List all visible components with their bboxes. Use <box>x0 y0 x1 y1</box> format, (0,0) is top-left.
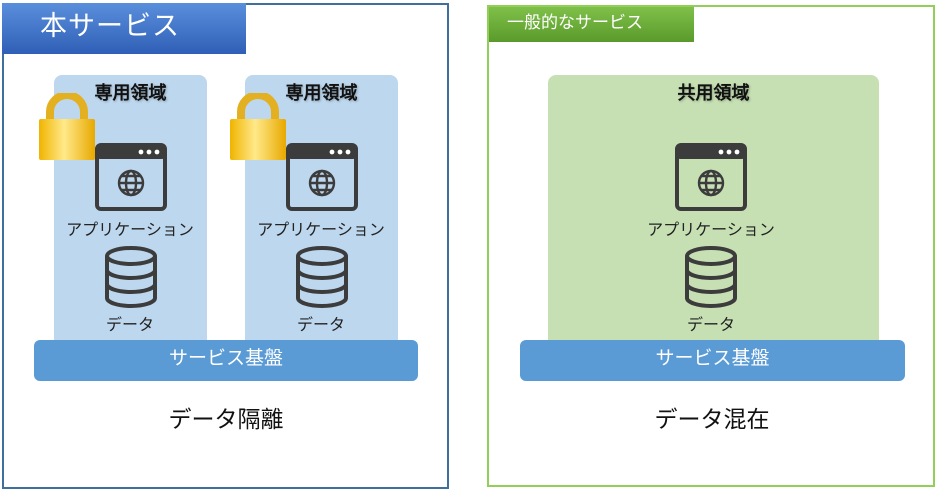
dedicated-area-label: 専用領域 <box>94 83 167 104</box>
database-icon <box>105 246 157 308</box>
data-label: データ <box>686 315 735 334</box>
dedicated-area-label: 専用領域 <box>285 83 358 104</box>
service-infrastructure-bar: サービス基盤 <box>520 340 905 381</box>
data-label: データ <box>296 315 345 334</box>
web-app-icon <box>95 143 167 211</box>
globe-icon <box>117 169 145 197</box>
database-icon <box>296 246 348 308</box>
service-infrastructure-bar: サービス基盤 <box>34 340 418 381</box>
left-panel-title: 本サービス <box>2 3 246 54</box>
web-app-icon <box>675 143 747 211</box>
shared-area: 共用領域 <box>548 75 879 350</box>
app-label: アプリケーション <box>647 220 775 239</box>
globe-icon <box>308 169 336 197</box>
data-mixed-caption: データ混在 <box>654 407 770 433</box>
lock-icon <box>230 93 286 160</box>
app-label: アプリケーション <box>257 220 385 239</box>
database-icon <box>685 246 737 308</box>
data-label: データ <box>105 315 154 334</box>
data-isolation-caption: データ隔離 <box>168 407 284 433</box>
right-panel-title: 一般的なサービス <box>489 7 694 42</box>
app-label: アプリケーション <box>66 220 194 239</box>
lock-icon <box>39 93 95 160</box>
shared-area-label: 共用領域 <box>677 83 750 104</box>
globe-icon <box>697 169 725 197</box>
web-app-icon <box>286 143 358 211</box>
